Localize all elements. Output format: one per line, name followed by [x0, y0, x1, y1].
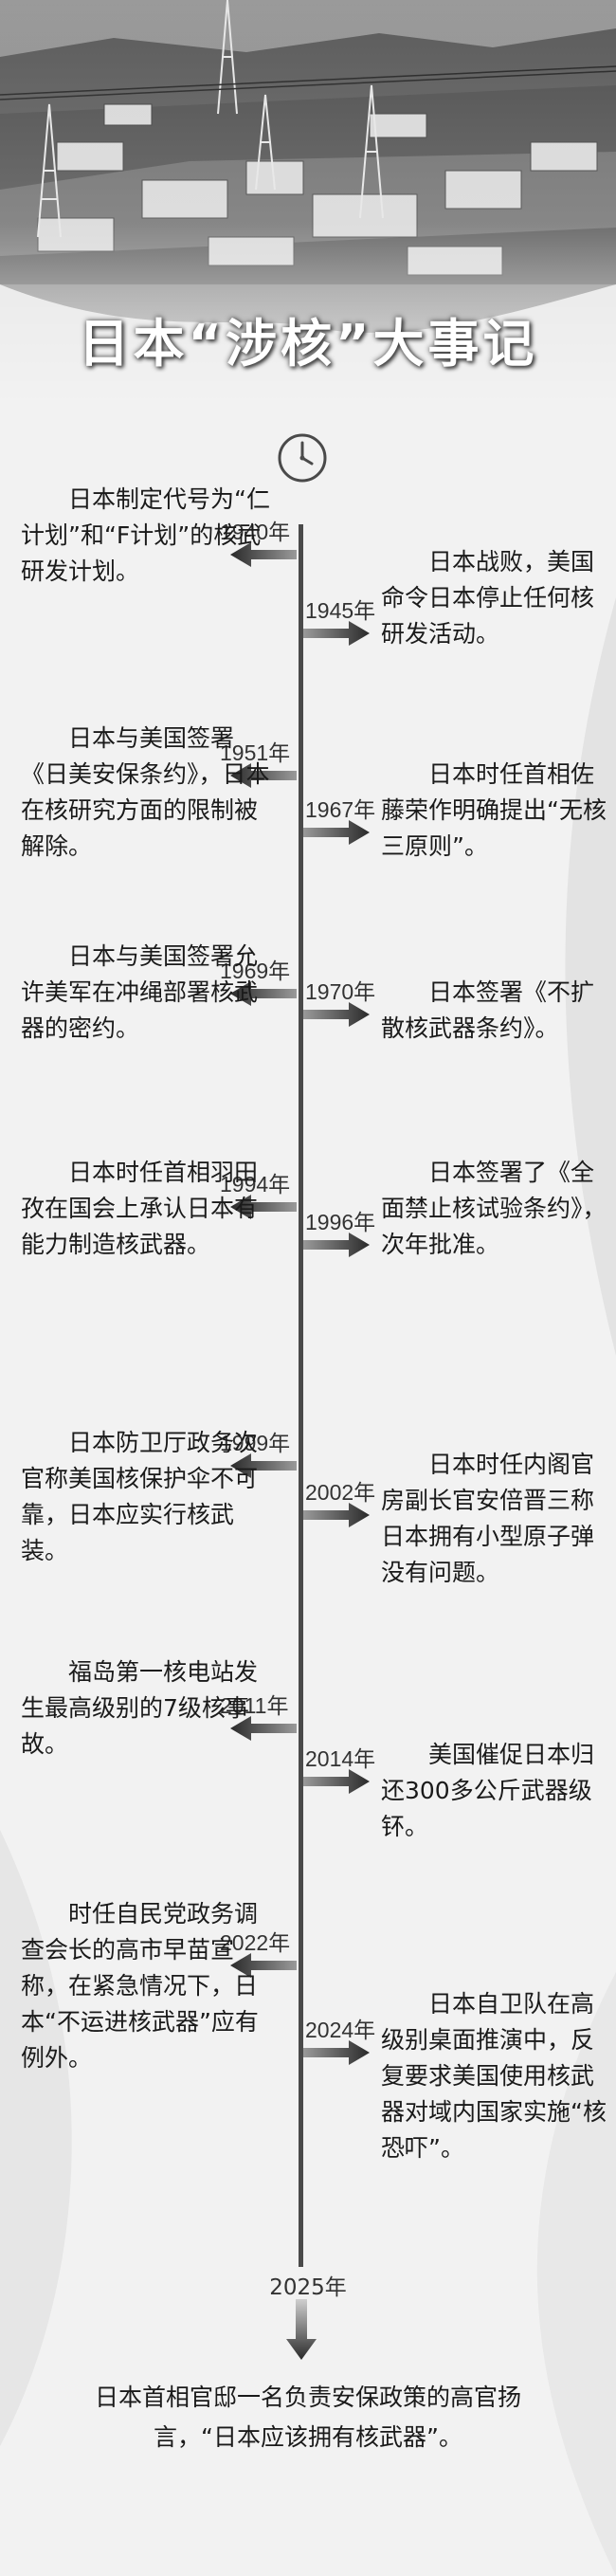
event-text: 日本签署《不扩散核武器条约》。 [381, 978, 595, 1042]
event-year: 1940年 [220, 520, 291, 544]
event-text: 日本时任首相羽田孜在国会上承认日本有能力制造核武器。 [21, 1159, 259, 1258]
event-text: 日本与美国签署允许美军在冲绳部署核武器的密约。 [21, 942, 259, 1042]
event-year: 2011年 [220, 1693, 289, 1718]
event-year: 1999年 [220, 1431, 291, 1455]
event-year: 2014年 [305, 1746, 376, 1771]
event-year: 1945年 [305, 598, 376, 623]
event-year: 1994年 [220, 1172, 291, 1197]
event-text: 日本时任首相佐藤荣作明确提出“无核三原则”。 [381, 760, 607, 860]
event-year: 1969年 [220, 959, 291, 983]
power-plant-photo [0, 0, 616, 408]
event-text: 日本战败，美国命令日本停止任何核研发活动。 [381, 548, 595, 648]
event-text: 日本制定代号为“仁计划”和“F计划”的核武研发计划。 [21, 485, 270, 585]
event-text: 日本自卫队在高级别桌面推演中，反复要求美国使用核武器对域内国家实施“核恐吓”。 [381, 1990, 607, 2162]
left-arrow-icon [230, 1453, 297, 1478]
final-year: 2025年 [269, 2275, 347, 2300]
event-year: 1970年 [305, 979, 376, 1004]
event-text: 时任自民党政务调查会长的高市早苗宣称，在紧急情况下，日本“不运进核武器”应有例外… [21, 1900, 259, 2072]
event-text: 美国催促日本归还300多公斤武器级钚。 [381, 1741, 595, 1840]
event-year: 2024年 [305, 2018, 376, 2042]
final-event-text: 日本首相官邸一名负责安保政策的高官扬言，“日本应该拥有核武器”。 [94, 2384, 521, 2451]
event-text: 日本时任内阁官房副长官安倍晋三称日本拥有小型原子弹没有问题。 [381, 1451, 595, 1586]
event-text: 日本与美国签署《日美安保条约》，日本在核研究方面的限制被解除。 [21, 724, 270, 860]
right-arrow-icon [303, 1233, 370, 1257]
event-year: 1951年 [220, 740, 291, 765]
event-year: 1967年 [305, 797, 376, 822]
right-arrow-icon [303, 1769, 370, 1794]
right-arrow-icon [303, 1503, 370, 1527]
left-arrow-icon [230, 1716, 297, 1741]
event-text: 福岛第一核电站发生最高级别的7级核事故。 [21, 1658, 259, 1758]
right-arrow-icon [303, 820, 370, 845]
event-year: 2002年 [305, 1480, 376, 1505]
right-arrow-icon [303, 1002, 370, 1027]
timeline-line [299, 524, 303, 2267]
left-arrow-icon [230, 1953, 297, 1978]
clock-icon [278, 433, 327, 483]
page-title: 日本“涉核”大事记 [78, 314, 538, 374]
background-swoosh [0, 597, 616, 2576]
header-photo: 日本“涉核”大事记 [0, 0, 616, 408]
event-year: 2022年 [220, 1930, 291, 1955]
right-arrow-icon [303, 621, 370, 646]
left-arrow-icon [230, 763, 297, 788]
down-arrow-icon [286, 2299, 317, 2360]
event-year: 1996年 [305, 1210, 376, 1234]
event-text: 日本签署了《全面禁止核试验条约》，次年批准。 [381, 1159, 607, 1258]
event-text: 日本防卫厅政务次官称美国核保护伞不可靠，日本应实行核武装。 [21, 1429, 259, 1564]
left-arrow-icon [230, 1195, 297, 1219]
left-arrow-icon [230, 981, 297, 1006]
right-arrow-icon [303, 2040, 370, 2065]
left-arrow-icon [230, 542, 297, 567]
